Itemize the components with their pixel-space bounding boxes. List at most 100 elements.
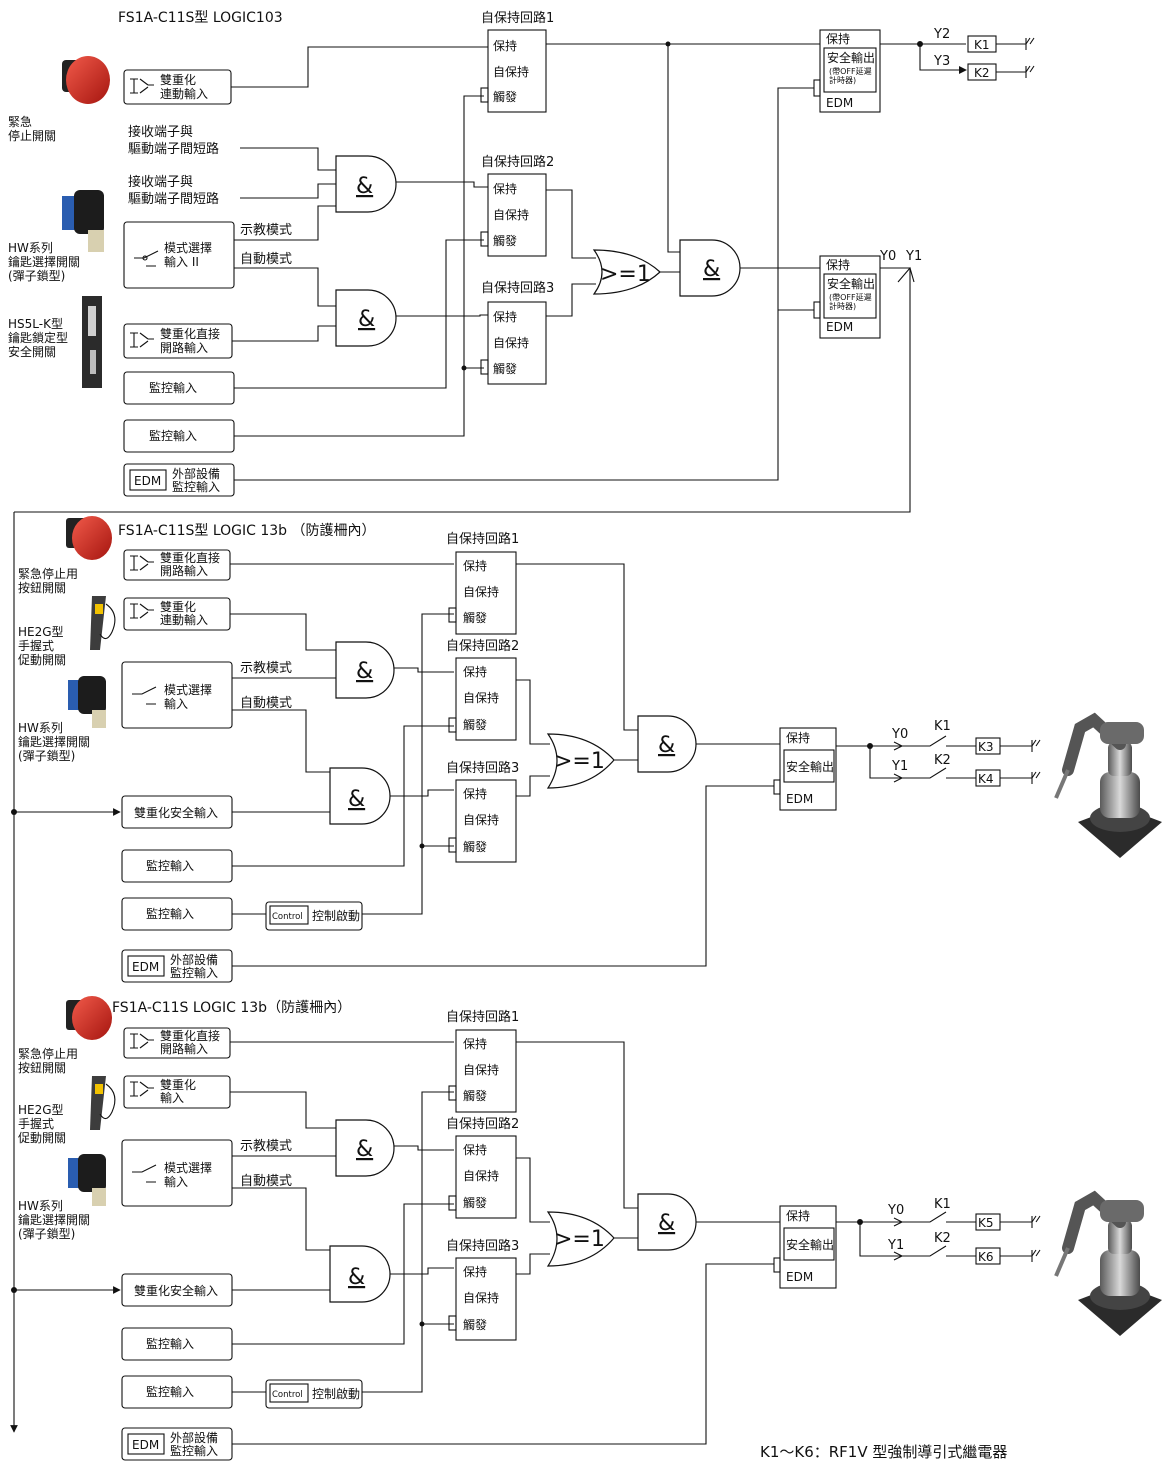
- p3-latch-2: 自保持回路2 保持 自保持 觸發: [446, 1116, 519, 1219]
- svg-text:監控輸入: 監控輸入: [149, 380, 197, 395]
- panel-1: FS1A-C11S型 LOGIC103 緊急停止開關 HW系列鑰匙選擇開關(彈子…: [8, 10, 1035, 513]
- safety-output-2: 保持 安全輸出 (帶OFF延遲計時器) EDM: [813, 255, 881, 339]
- svg-text:觸發: 觸發: [493, 89, 517, 104]
- svg-text:觸發: 觸發: [493, 361, 517, 376]
- svg-text:保持: 保持: [463, 1264, 487, 1279]
- svg-text:自保持回路2: 自保持回路2: [481, 154, 554, 170]
- svg-text:&: &: [348, 787, 365, 812]
- svg-text:Y1: Y1: [891, 759, 908, 774]
- input-mode-select: [123, 221, 235, 289]
- svg-text:>=1: >=1: [554, 749, 605, 774]
- svg-text:自保持回路2: 自保持回路2: [446, 638, 519, 654]
- svg-text:緊急停止用按鈕開關: 緊急停止用按鈕開關: [18, 1046, 78, 1075]
- mode-teach: 示教模式: [240, 222, 292, 238]
- svg-text:Y0: Y0: [891, 727, 908, 742]
- svg-text:EDM: EDM: [132, 960, 159, 974]
- svg-text:&: &: [348, 1265, 365, 1290]
- device-label-key: HW系列鑰匙選擇開關(彈子鎖型): [8, 241, 80, 283]
- panel-1-title: FS1A-C11S型 LOGIC103: [118, 10, 283, 26]
- robot-image-2: [1054, 1190, 1162, 1336]
- svg-text:自保持: 自保持: [463, 584, 499, 599]
- svg-text:外部設備監控輸入: 外部設備監控輸入: [170, 1430, 218, 1458]
- svg-text:雙重化連動輸入: 雙重化連動輸入: [160, 600, 208, 627]
- svg-text:K1: K1: [934, 1197, 951, 1212]
- svg-text:控制啟動: 控制啟動: [312, 908, 360, 923]
- svg-text:保持: 保持: [493, 309, 517, 324]
- svg-text:自保持: 自保持: [463, 1290, 499, 1305]
- svg-text:K3: K3: [978, 740, 994, 754]
- svg-text:觸發: 觸發: [493, 233, 517, 248]
- svg-text:雙重化輸入: 雙重化輸入: [160, 1078, 196, 1105]
- p3-latch-3: 自保持回路3 保持 自保持 觸發: [446, 1238, 519, 1341]
- and-gate-3: [679, 239, 741, 297]
- svg-text:自動模式: 自動模式: [240, 696, 292, 711]
- svg-text:HE2G型手握式促動開關: HE2G型手握式促動開關: [18, 1103, 66, 1145]
- device-label-interlock: HS5L-K型鑰匙鎖定型安全開關: [8, 317, 68, 359]
- svg-text:&: &: [356, 1137, 373, 1162]
- svg-text:監控輸入: 監控輸入: [146, 906, 194, 921]
- svg-text:安全輸出: 安全輸出: [786, 1237, 834, 1252]
- p2-latch-1: 自保持回路1 保持 自保持 觸發: [446, 531, 519, 635]
- svg-text:保持: 保持: [463, 664, 487, 679]
- svg-text:自保持: 自保持: [493, 335, 529, 350]
- svg-text:K5: K5: [978, 1216, 994, 1230]
- svg-text:自保持: 自保持: [463, 1168, 499, 1183]
- robot-image-1: [1054, 712, 1162, 858]
- svg-text:保持: 保持: [463, 786, 487, 801]
- svg-text:EDM: EDM: [786, 792, 813, 806]
- svg-text:自保持: 自保持: [463, 690, 499, 705]
- svg-text:(帶OFF延遲計時器): (帶OFF延遲計時器): [829, 66, 872, 85]
- svg-text:&: &: [356, 174, 373, 199]
- svg-text:觸發: 觸發: [463, 717, 487, 732]
- svg-text:&: &: [356, 659, 373, 684]
- svg-text:監控輸入: 監控輸入: [149, 428, 197, 443]
- e-stop-image: [62, 56, 110, 104]
- svg-text:模式選擇輸入 II: 模式選擇輸入 II: [164, 240, 212, 269]
- svg-text:Y2: Y2: [933, 27, 950, 42]
- svg-text:&: &: [658, 733, 675, 758]
- footnote: K1～K6：RF1V 型強制導引式繼電器: [760, 1443, 1007, 1461]
- svg-text:監控輸入: 監控輸入: [146, 858, 194, 873]
- svg-text:雙重化直接開路輸入: 雙重化直接開路輸入: [160, 550, 220, 578]
- svg-text:(帶OFF延遲計時器): (帶OFF延遲計時器): [829, 292, 872, 311]
- svg-text:雙重化直接開路輸入: 雙重化直接開路輸入: [160, 1028, 220, 1056]
- svg-text:控制啟動: 控制啟動: [312, 1386, 360, 1401]
- svg-text:自保持回路3: 自保持回路3: [446, 760, 519, 776]
- svg-text:接收端子與驅動端子間短路: 接收端子與驅動端子間短路: [128, 124, 219, 157]
- latch-3: 自保持回路3 保持 自保持 觸發: [480, 280, 554, 385]
- svg-text:K6: K6: [978, 1250, 994, 1264]
- panel-2-title: FS1A-C11S型 LOGIC 13b （防護柵內）: [118, 523, 376, 539]
- svg-text:保持: 保持: [463, 558, 487, 573]
- svg-text:HW系列鑰匙選擇開關(彈子鎖型): HW系列鑰匙選擇開關(彈子鎖型): [18, 721, 90, 763]
- svg-text:HE2G型手握式促動開關: HE2G型手握式促動開關: [18, 625, 66, 667]
- p3-safety-output: 保持 安全輸出 EDM: [773, 1205, 837, 1289]
- svg-text:觸發: 觸發: [463, 839, 487, 854]
- svg-text:EDM: EDM: [786, 1270, 813, 1284]
- svg-text:&: &: [658, 1211, 675, 1236]
- svg-text:監控輸入: 監控輸入: [146, 1336, 194, 1351]
- svg-text:監控輸入: 監控輸入: [146, 1384, 194, 1399]
- interlock-switch-image: [82, 296, 102, 388]
- mode-auto: 自動模式: [240, 252, 292, 267]
- svg-text:保持: 保持: [493, 181, 517, 196]
- svg-text:K1: K1: [934, 719, 951, 734]
- p3-latch-1: 自保持回路1 保持 自保持 觸發: [446, 1009, 519, 1113]
- svg-text:安全輸出: 安全輸出: [827, 50, 875, 65]
- svg-text:外部設備監控輸入: 外部設備監控輸入: [170, 952, 218, 980]
- or-gate: [592, 249, 661, 295]
- svg-text:觸發: 觸發: [463, 1088, 487, 1103]
- svg-text:HW系列鑰匙選擇開關(彈子鎖型): HW系列鑰匙選擇開關(彈子鎖型): [18, 1199, 90, 1241]
- and-gate-1: [335, 155, 397, 213]
- svg-text:自保持: 自保持: [463, 812, 499, 827]
- enabling-switch-image: [90, 596, 116, 650]
- relay-k2: K2: [974, 66, 990, 80]
- svg-text:雙重化安全輸入: 雙重化安全輸入: [134, 805, 218, 820]
- svg-text:Y3: Y3: [933, 54, 950, 69]
- svg-text:雙重化連動輸入: 雙重化連動輸入: [160, 73, 208, 101]
- svg-text:安全輸出: 安全輸出: [827, 276, 875, 291]
- svg-text:雙重化直接開路輸入: 雙重化直接開路輸入: [160, 326, 220, 355]
- svg-text:Y0: Y0: [887, 1203, 904, 1218]
- svg-text:K2: K2: [934, 1231, 951, 1246]
- svg-text:>=1: >=1: [554, 1227, 605, 1252]
